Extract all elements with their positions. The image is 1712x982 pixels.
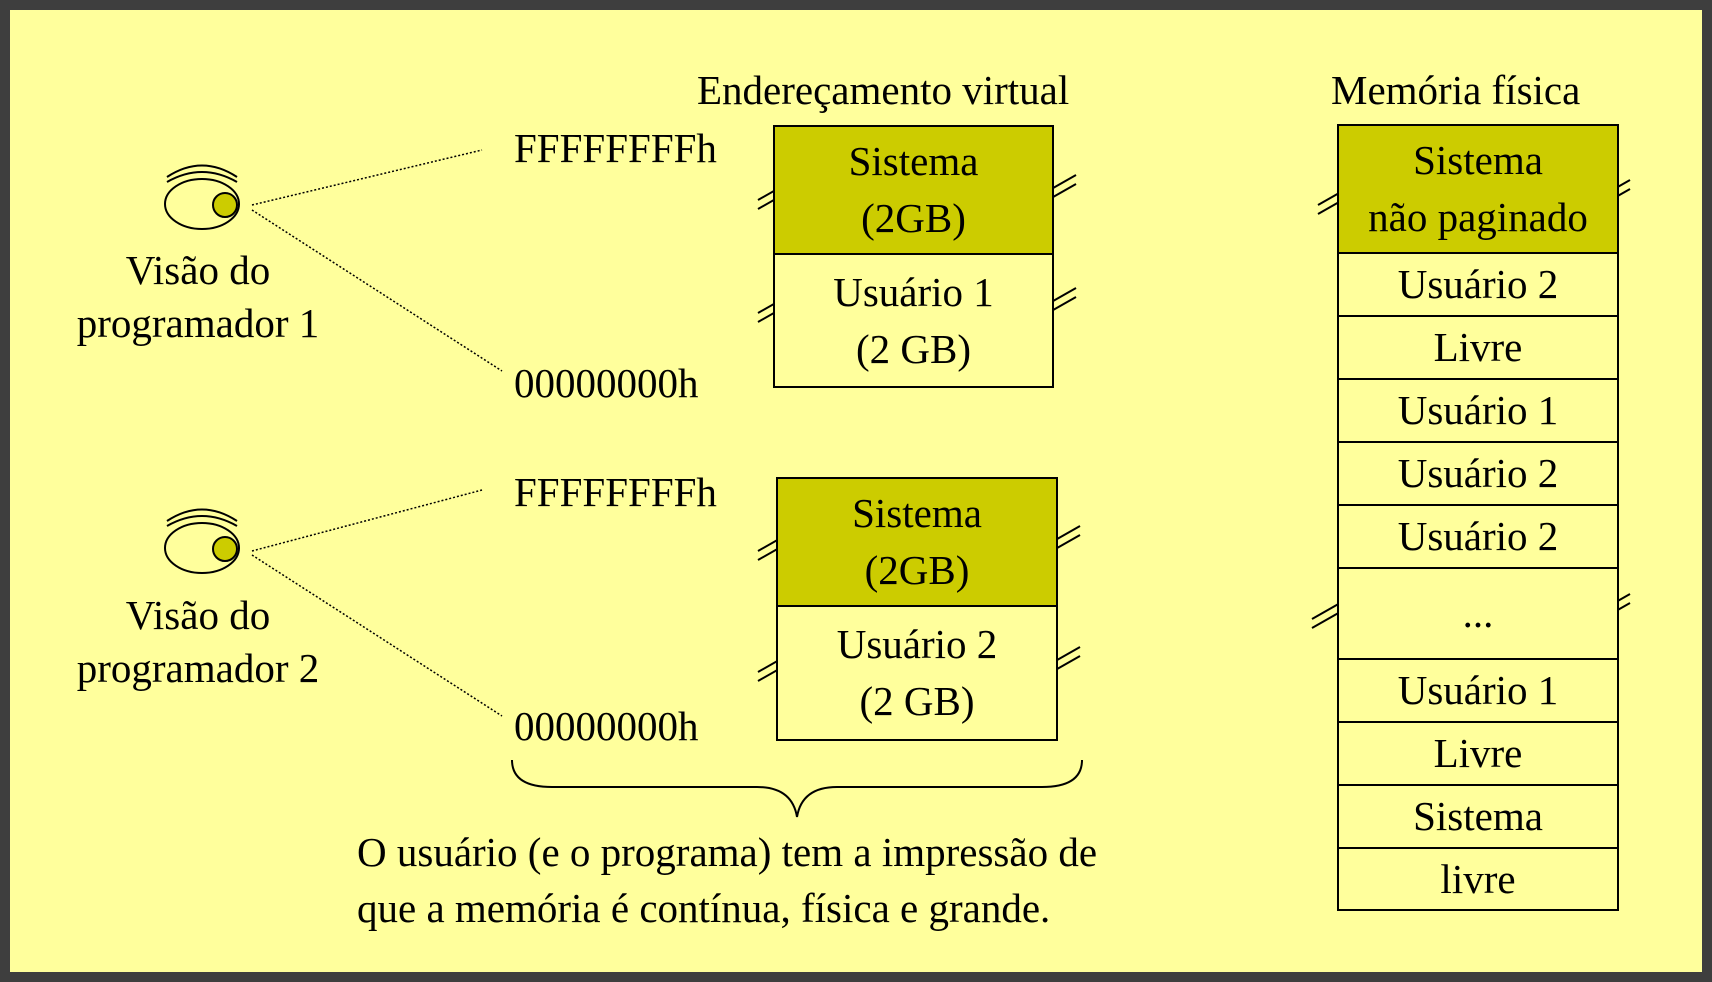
bottom-address-label: 00000000h	[514, 360, 699, 406]
block-label: Livre	[1433, 730, 1523, 777]
block-label: (2 GB)	[859, 678, 975, 724]
virtual-user-block: Usuário 1 (2 GB)	[773, 253, 1054, 388]
block-label: (2GB)	[864, 547, 970, 593]
block-label: Usuário 1	[1397, 667, 1559, 714]
virtual-addressing-title: Endereçamento virtual	[697, 67, 1070, 113]
physical-memory-block: Sistema	[1337, 784, 1619, 849]
programmer-label-line: Visão do	[125, 592, 271, 638]
block-label: Usuário 2	[1397, 261, 1559, 308]
eye-icon	[164, 508, 240, 574]
physical-memory-block: livre	[1337, 847, 1619, 911]
block-label: Usuário 2	[836, 621, 998, 668]
physical-memory-block: Usuário 2	[1337, 441, 1619, 506]
programmer-label-line: Visão do	[125, 247, 271, 293]
caption-line: que a memória é contínua, física e grand…	[357, 885, 1051, 931]
block-label: Sistema	[852, 490, 982, 537]
physical-memory-block: Sistema não paginado	[1337, 124, 1619, 254]
block-label: Sistema	[1413, 137, 1543, 184]
view-lines-1	[251, 149, 503, 372]
top-address-label: FFFFFFFFh	[514, 125, 717, 171]
programmer-label-line: programador 1	[76, 300, 320, 346]
grouping-brace	[511, 759, 1083, 818]
top-address-label: FFFFFFFFh	[514, 469, 717, 515]
block-label: Sistema	[1413, 793, 1543, 840]
virtual-system-block: Sistema (2GB)	[773, 125, 1054, 255]
physical-memory-block: Usuário 2	[1337, 504, 1619, 569]
physical-memory-block: Livre	[1337, 721, 1619, 786]
block-label: Usuário 1	[833, 268, 994, 315]
virtual-system-block: Sistema (2GB)	[776, 477, 1058, 607]
virtual-user-block: Usuário 2 (2 GB)	[776, 605, 1058, 741]
physical-memory-block: Usuário 1	[1337, 658, 1619, 723]
block-label: Usuário 2	[1397, 513, 1559, 560]
block-label: Usuário 1	[1397, 387, 1559, 434]
physical-memory-block: Livre	[1337, 315, 1619, 380]
physical-memory-block: Usuário 1	[1337, 378, 1619, 443]
physical-memory-title: Memória física	[1331, 67, 1581, 113]
programmer-label-line: programador 2	[76, 645, 320, 691]
block-label: livre	[1440, 855, 1516, 902]
block-label: não paginado	[1368, 194, 1588, 240]
physical-memory-block: ...	[1337, 567, 1619, 660]
bottom-address-label: 00000000h	[514, 703, 699, 749]
physical-memory-block: Usuário 2	[1337, 252, 1619, 317]
caption-line: O usuário (e o programa) tem a impressão…	[357, 829, 1098, 875]
block-label: (2GB)	[861, 195, 966, 241]
block-label: Usuário 2	[1397, 450, 1559, 497]
programmer-2-label: Visão do programador 2	[62, 595, 334, 689]
block-label: Sistema	[848, 138, 979, 185]
eye-icon	[164, 164, 240, 230]
block-label: ...	[1462, 590, 1494, 637]
caption: O usuário (e o programa) tem a impressão…	[357, 832, 1097, 929]
programmer-1-label: Visão do programador 1	[62, 250, 334, 344]
view-lines-2	[251, 489, 503, 717]
block-label: Livre	[1433, 324, 1523, 371]
block-label: (2 GB)	[855, 325, 971, 372]
